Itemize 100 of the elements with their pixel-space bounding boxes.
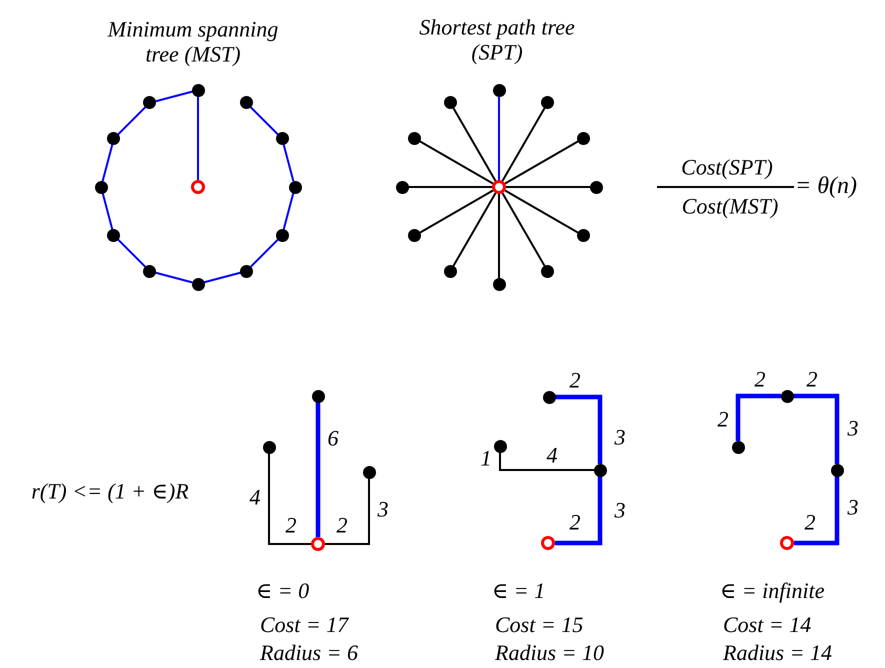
caption-text: ∈ = 1 [492,578,546,604]
tree-node-dot [494,440,506,452]
tree-node-dot [276,132,288,145]
tree-edge [316,402,320,537]
tree-edge [502,108,546,182]
tree-edge [502,192,546,266]
tree-edge [250,106,278,135]
tree-node-dot [262,440,276,454]
edge-label: 3 [614,497,626,523]
tree-edge [155,90,192,102]
tree-node-dot [541,96,554,110]
edge-weight: 2 [806,366,818,392]
tree-edge [736,394,781,441]
tree-edge [504,140,578,184]
tree-title: Shortest path tree (SPT) [418,14,576,66]
edge-label: 2 [718,406,728,432]
tree-node-dot [312,390,324,402]
edge-label: 3 [614,424,626,450]
edge-label: 4 [546,442,558,468]
tree-node-dot [594,464,606,476]
root-node [780,536,794,550]
tree-node-dot [408,132,422,145]
tree-node-dot [408,229,422,242]
formula-text: = θ(n) [795,173,857,201]
tree-node-dot [192,278,204,290]
tree-node-dot [590,180,602,194]
tree-edge [102,192,114,230]
tree-edge [408,186,492,188]
edge-label: 4 [250,484,260,510]
tree-edge [555,476,602,546]
tree-node-dot [107,229,120,242]
tree-edge [452,192,496,266]
tree-edge [282,144,294,182]
tree-edge [118,106,146,135]
tree-edge [102,144,114,182]
root-node [492,180,506,194]
tree-edge [555,394,602,464]
tree-edge [250,239,278,268]
formula-text: r(T) <= (1 + ∈)R [31,478,189,504]
tree-edge [420,190,494,234]
tree-node-dot [830,464,844,476]
edge-weight: 2 [336,512,348,538]
tree-edge [420,140,494,184]
tree-node-dot [143,96,156,110]
edge-weight: 1 [480,445,492,471]
tree-edge [498,96,500,180]
caption-text: Cost = 14 [723,612,812,638]
tree-node-dot [541,264,554,278]
tree-node-dot [288,180,302,194]
tree-edge [155,272,192,284]
tree-edge [504,190,578,234]
tree-node-dot [492,84,506,96]
tree-edge [452,108,496,182]
tree-node-dot [107,132,120,145]
caption-text: ∈ = infinite [720,578,824,604]
tree-node-dot [542,390,556,404]
root-node [311,537,325,551]
tree-edge [197,96,199,180]
formula-text: Cost(SPT) [681,154,773,180]
caption-text: Cost = 15 [495,612,584,638]
tree-node-dot [492,278,506,290]
tree-edge [506,186,590,188]
caption-text: Radius = 6 [260,640,358,666]
tree-node-dot [143,264,156,278]
root-node [541,536,555,550]
caption-text: Radius = 14 [723,640,832,666]
tree-edge [325,478,370,545]
tree-node-dot [94,180,108,194]
tree-node-dot [576,229,590,242]
edge-weight: 2 [754,366,766,392]
tree-edge [498,194,500,278]
tree-title: Minimum spanning tree (MST) [106,16,280,68]
caption-text: ∈ = 0 [256,578,310,604]
root-node [191,180,205,194]
tree-edge [118,239,146,268]
tree-node-dot [192,84,204,96]
tree-node-dot [444,264,457,278]
tree-edge [499,452,594,471]
tree-node-dot [362,466,376,478]
edge-weight: 2 [570,509,580,535]
caption-text: Radius = 10 [495,640,604,666]
tree-node-dot [396,180,408,194]
tree-node-dot [240,96,253,110]
tree-node-dot [240,264,253,278]
caption-text: Cost = 17 [260,612,348,638]
edge-label: 6 [328,425,338,451]
tree-node-dot [444,96,457,110]
edge-label: 3 [848,494,858,520]
tree-node-dot [276,229,288,242]
tree-edge [204,272,241,284]
edge-weight: 2 [570,367,580,393]
tree-node-dot [576,132,590,145]
edge-weight: 2 [286,512,296,538]
edge-weight: 2 [804,509,816,535]
tree-edge [794,476,840,546]
formula-text: Cost(MST) [682,193,778,219]
tree-node-dot [732,440,744,454]
tree-node-dot [780,390,794,402]
tree-edge [268,453,311,545]
tree-edge [793,394,840,464]
